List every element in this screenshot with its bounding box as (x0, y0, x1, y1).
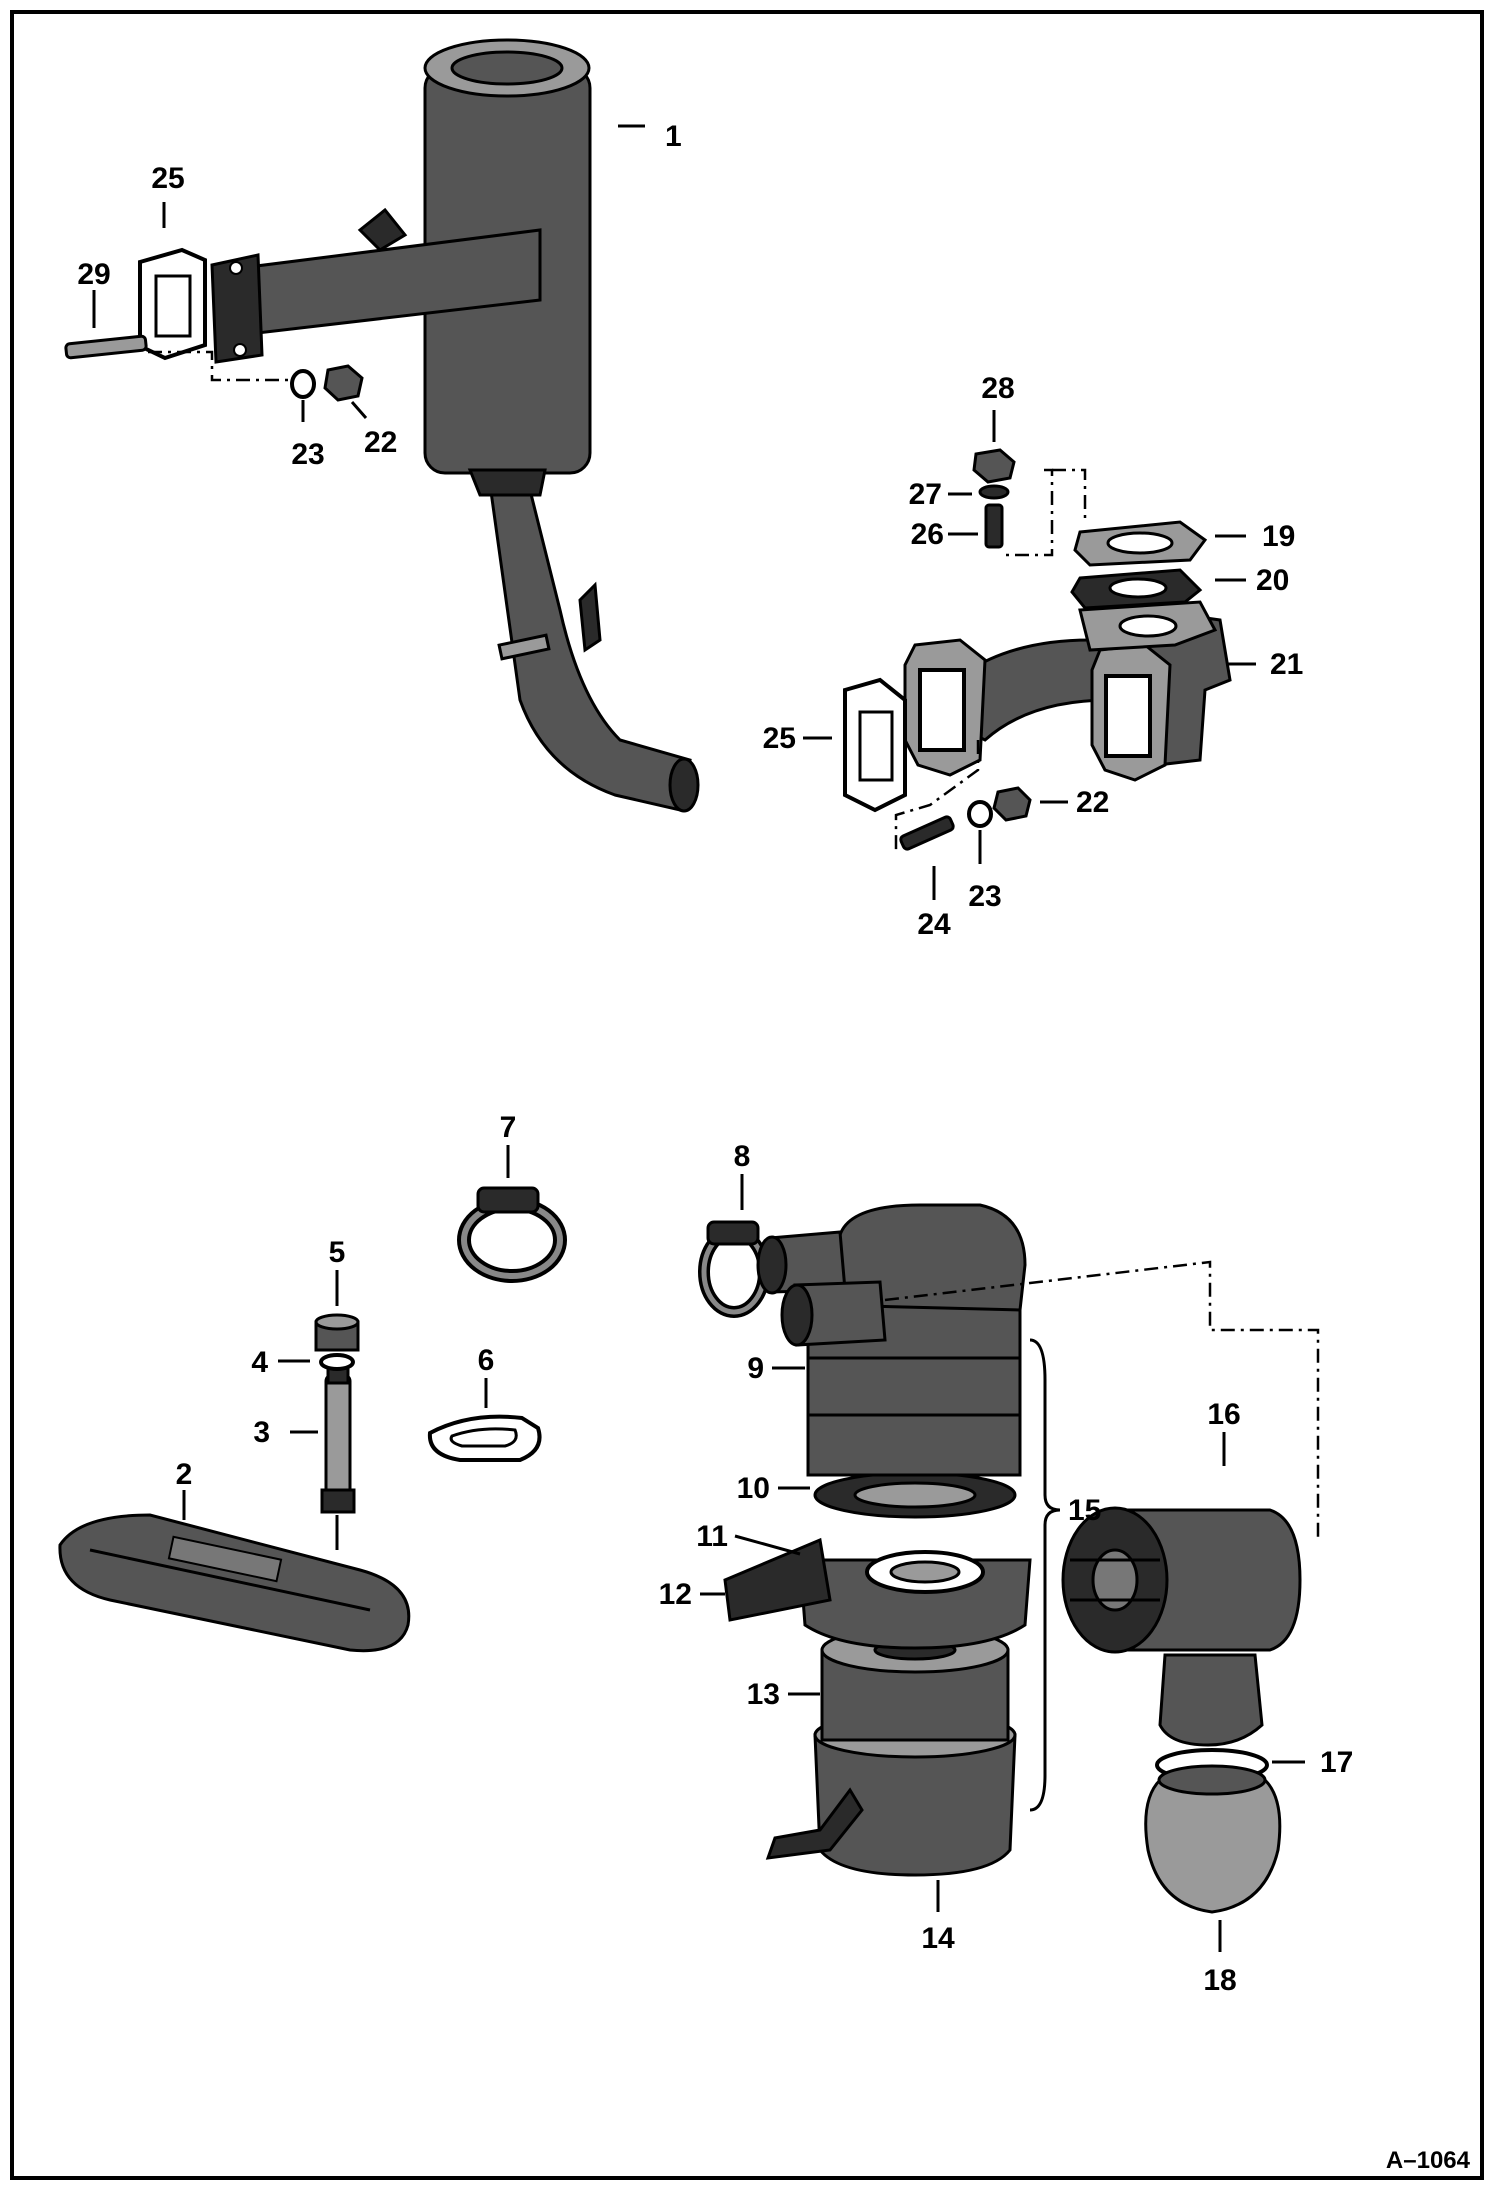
nut-28 (972, 448, 1016, 484)
callout-8: 8 (734, 1140, 751, 1173)
muffler-bottom-outlet (467, 468, 547, 497)
washer-4 (319, 1353, 355, 1371)
stud-26 (984, 503, 1004, 549)
precleaner-neck (1158, 1653, 1264, 1747)
callout-25-right: 25 (763, 722, 796, 755)
housing-inlet-12 (723, 1537, 832, 1622)
figure-id: A–1064 (1386, 2147, 1471, 2174)
callout-14: 14 (921, 1922, 955, 1955)
callout-23-left: 23 (291, 438, 324, 471)
tailpipe-clamp (497, 633, 551, 661)
callout-22-left: 22 (364, 426, 397, 459)
callout-13: 13 (747, 1678, 780, 1711)
callout-18: 18 (1203, 1964, 1236, 1997)
callout-27: 27 (909, 478, 942, 511)
callout-20: 20 (1256, 564, 1289, 597)
washer-23-right (967, 800, 993, 828)
washer-27 (978, 484, 1010, 500)
muffler-top-recess (450, 50, 564, 86)
stud-3 (324, 1373, 352, 1502)
callout-19: 19 (1262, 520, 1295, 553)
callout-2: 2 (176, 1458, 193, 1491)
bowl-latch (765, 1787, 864, 1860)
nut-22-right (992, 786, 1032, 822)
washer-23-left (290, 369, 316, 399)
oil-bowl-14 (813, 1733, 1017, 1877)
callout-21: 21 (1270, 648, 1303, 681)
precleaner-16 (1061, 1506, 1302, 1654)
muffler-tailpipe (486, 468, 692, 812)
callout-17: 17 (1320, 1746, 1353, 1779)
callout-9: 9 (747, 1352, 764, 1385)
exhaust-manifold-assembly (843, 448, 1232, 855)
valve-cover-assembly (58, 1186, 567, 1653)
callout-11: 11 (696, 1520, 728, 1553)
callout-26: 26 (911, 518, 944, 551)
callout-23-right: 23 (968, 880, 1001, 913)
callout-10: 10 (737, 1472, 770, 1505)
page-frame (10, 10, 1484, 2180)
callout-1: 1 (665, 120, 682, 153)
air-cleaner-assembly (698, 1203, 1320, 1914)
tailpipe-bracket (578, 581, 602, 653)
muffler-inlet-flange (210, 253, 264, 364)
valve-cover-2 (58, 1513, 411, 1653)
callout-labels: 1 2 3 4 5 6 7 8 9 10 11 12 13 14 15 16 1… (77, 120, 1353, 1997)
callout-28: 28 (981, 372, 1014, 405)
hose-clamp-7 (457, 1186, 567, 1283)
callout-24: 24 (917, 908, 951, 941)
nut-22-left (323, 364, 364, 402)
callout-4: 4 (251, 1346, 268, 1379)
callout-5: 5 (329, 1236, 346, 1269)
stud-24 (899, 815, 955, 851)
dust-cup-18 (1144, 1778, 1282, 1914)
leader-lines (92, 124, 1305, 1952)
callout-29: 29 (77, 258, 110, 291)
muffler-assembly (64, 38, 700, 813)
callout-25-left: 25 (151, 162, 184, 195)
callout-7: 7 (500, 1111, 517, 1144)
callout-22-right: 22 (1076, 786, 1109, 819)
hose-clamp-8 (698, 1220, 770, 1318)
muffler-mount-ear (357, 207, 408, 252)
stud-29 (64, 334, 148, 360)
tailpipe-outlet (668, 757, 700, 813)
callout-6: 6 (478, 1344, 495, 1377)
callout-3: 3 (253, 1416, 270, 1449)
callout-15: 15 (1068, 1494, 1101, 1527)
callout-16: 16 (1207, 1398, 1240, 1431)
callout-12: 12 (659, 1578, 692, 1611)
